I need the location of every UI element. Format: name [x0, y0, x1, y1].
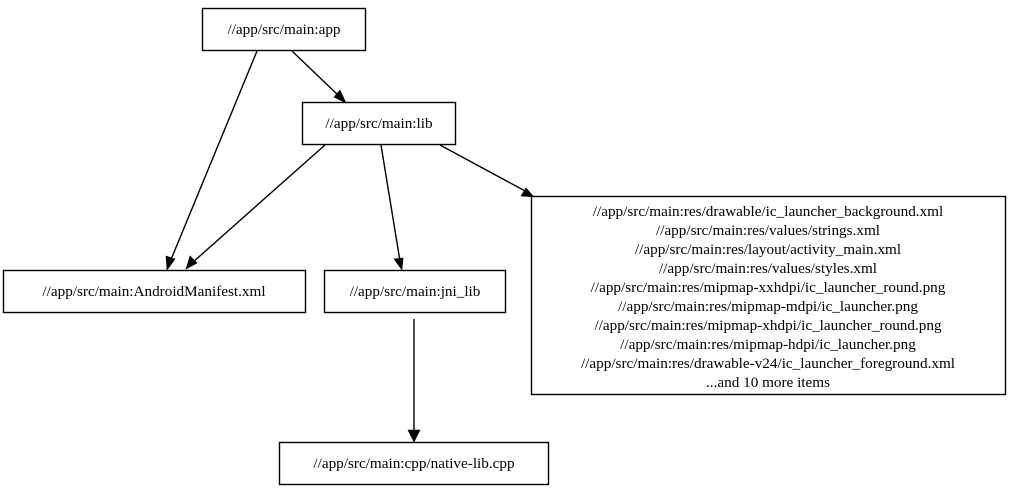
- node-resources-line-2: //app/src/main:res/values/strings.xml: [656, 222, 880, 239]
- edge-app-to-lib: [291, 50, 347, 104]
- node-android-manifest[interactable]: //app/src/main:AndroidManifest.xml: [2, 269, 307, 314]
- node-app[interactable]: //app/src/main:app: [201, 7, 367, 52]
- node-lib[interactable]: //app/src/main:lib: [301, 101, 457, 146]
- node-resources-line-4: //app/src/main:res/values/styles.xml: [659, 260, 877, 277]
- node-resources-line-10: ...and 10 more items: [706, 374, 830, 391]
- node-resources[interactable]: //app/src/main:res/drawable/ic_launcher_…: [530, 195, 1007, 396]
- edge-app-to-manifest: [165, 50, 258, 271]
- node-app-label: //app/src/main:app: [227, 21, 340, 38]
- node-native-lib-cpp-box[interactable]: [278, 441, 550, 486]
- node-resources-line-8: //app/src/main:res/mipmap-hdpi/ic_launch…: [620, 336, 916, 353]
- node-android-manifest-box[interactable]: [2, 269, 307, 314]
- node-resources-line-7: //app/src/main:res/mipmap-xhdpi/ic_launc…: [594, 317, 942, 334]
- node-jni-lib-box[interactable]: [323, 269, 507, 314]
- node-lib-box[interactable]: [301, 101, 457, 146]
- node-resources-line-9: //app/src/main:res/drawable-v24/ic_launc…: [581, 355, 955, 372]
- node-lib-label: //app/src/main:lib: [325, 115, 433, 132]
- node-resources-box[interactable]: [530, 195, 1007, 396]
- node-native-lib-cpp[interactable]: //app/src/main:cpp/native-lib.cpp: [278, 441, 550, 486]
- node-resources-line-6: //app/src/main:res/mipmap-mdpi/ic_launch…: [618, 298, 918, 315]
- node-app-box[interactable]: [201, 7, 367, 52]
- edge-lib-to-resources: [439, 144, 535, 198]
- node-resources-line-3: //app/src/main:res/layout/activity_main.…: [635, 241, 901, 258]
- node-android-manifest-label: //app/src/main:AndroidManifest.xml: [42, 283, 265, 300]
- node-native-lib-cpp-label: //app/src/main:cpp/native-lib.cpp: [313, 455, 514, 472]
- edge-jni-lib-to-native-lib: [407, 319, 421, 443]
- edge-lib-to-manifest: [185, 144, 326, 270]
- node-resources-line-1: //app/src/main:res/drawable/ic_launcher_…: [593, 203, 943, 220]
- edge-lib-to-jni-lib: [380, 144, 404, 271]
- node-resources-line-5: //app/src/main:res/mipmap-xxhdpi/ic_laun…: [591, 279, 946, 296]
- node-jni-lib-label: //app/src/main:jni_lib: [350, 283, 481, 300]
- node-jni-lib[interactable]: //app/src/main:jni_lib: [323, 269, 507, 314]
